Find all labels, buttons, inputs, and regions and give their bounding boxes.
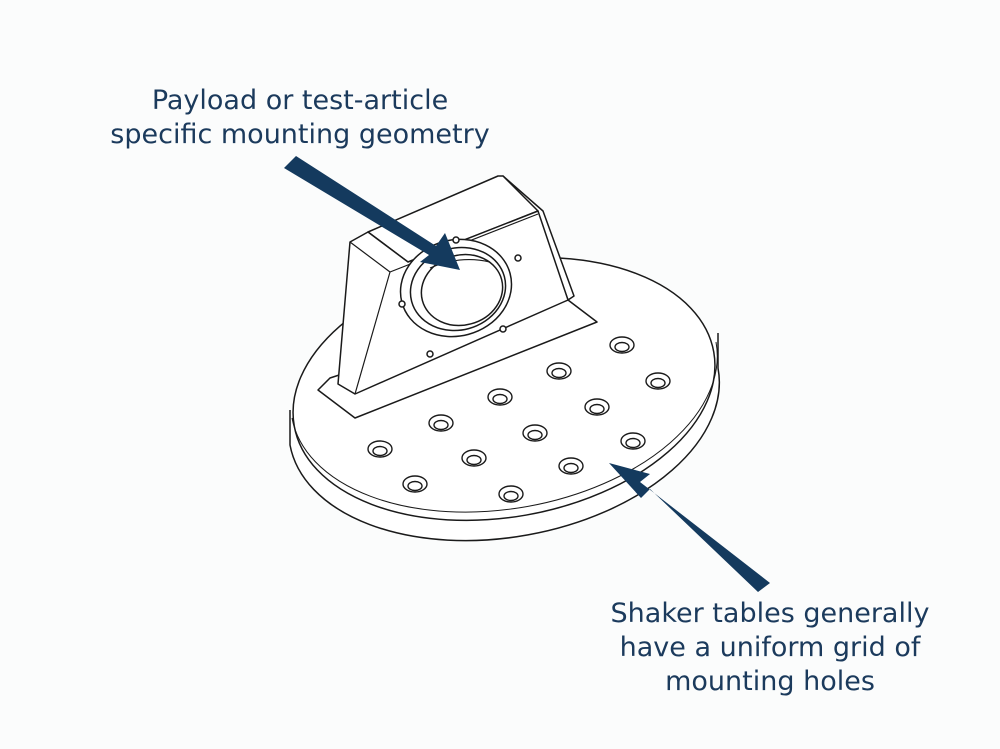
mounting-hole (461, 449, 487, 467)
callout-bottom-line2: have a uniform grid of (619, 632, 921, 663)
mounting-hole (558, 457, 584, 475)
mounting-hole (367, 440, 393, 458)
mounting-hole (546, 362, 572, 380)
mounting-hole (487, 388, 513, 406)
mounting-hole (584, 398, 610, 416)
mounting-hole (609, 336, 635, 354)
mounting-bracket (317, 175, 598, 419)
mounting-hole (620, 432, 646, 450)
arrow-to-holes (609, 463, 770, 592)
base-plate-edge (291, 341, 718, 513)
mounting-hole (402, 475, 428, 493)
callout-bottom-line3: mounting holes (665, 666, 875, 697)
mounting-hole (498, 485, 524, 503)
mounting-hole (645, 372, 671, 390)
arrow-to-bracket (284, 156, 460, 270)
callout-mounting-holes: Shaker tables generally have a uniform g… (570, 597, 970, 699)
mounting-hole-grid (367, 336, 671, 503)
callout-mounting-geometry: Payload or test-article specific mountin… (80, 84, 520, 152)
mounting-hole (522, 424, 548, 442)
mounting-hole (428, 414, 454, 432)
callout-bottom-line1: Shaker tables generally (610, 598, 930, 629)
callout-top-line2: specific mounting geometry (110, 119, 490, 150)
callout-top-line1: Payload or test-article (151, 85, 449, 116)
